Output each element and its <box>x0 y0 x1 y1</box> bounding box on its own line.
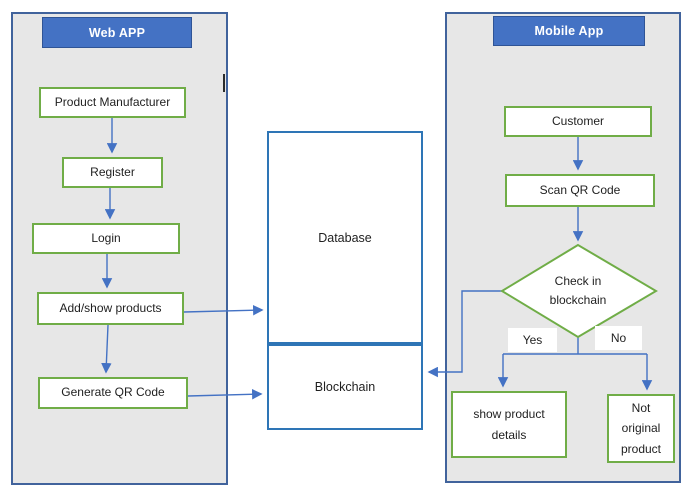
decision-label-text: Check in blockchain <box>549 273 607 307</box>
blockchain-label: Blockchain <box>314 380 376 394</box>
node-register: Register <box>62 157 163 188</box>
node-label: Register <box>90 164 135 179</box>
node-customer: Customer <box>504 106 652 137</box>
node-label: Not original product <box>620 400 662 456</box>
node-generate-qr-code: Generate QR Code <box>38 377 188 409</box>
mobile-app-title: Mobile App <box>534 24 604 38</box>
arrow-addshow-generateqr <box>101 324 112 374</box>
node-label: Product Manufacturer <box>54 94 171 109</box>
node-label: Generate QR Code <box>61 385 165 400</box>
node-label: Customer <box>551 113 604 128</box>
node-label: show product details <box>473 407 545 442</box>
blockchain-box: Blockchain <box>267 344 423 430</box>
node-product-manufacturer: Product Manufacturer <box>39 87 186 118</box>
node-show-product-details: show product details <box>451 391 567 458</box>
text-cursor <box>223 74 225 92</box>
node-login: Login <box>32 223 180 254</box>
node-add-show-products: Add/show products <box>37 292 184 325</box>
mobile-app-header: Mobile App <box>493 16 645 46</box>
database-label: Database <box>318 230 372 245</box>
yes-text: Yes <box>522 333 543 347</box>
node-label: Add/show products <box>59 300 162 315</box>
web-app-header: Web APP <box>42 17 192 48</box>
node-label: Login <box>91 230 121 245</box>
no-text: No <box>610 331 627 345</box>
arrow-generateqr-blockchain <box>187 388 263 400</box>
node-scan-qr-code: Scan QR Code <box>505 174 655 207</box>
decision-label: Check in blockchain <box>540 262 616 320</box>
arrow-decision-blockchain <box>427 290 502 378</box>
database-box: Database <box>267 131 423 344</box>
decision-diamond <box>500 243 658 339</box>
node-not-original-product: Not original product <box>607 394 675 463</box>
branch-label-yes: Yes <box>508 328 557 352</box>
branch-label-no: No <box>595 326 642 350</box>
web-app-title: Web APP <box>88 25 146 40</box>
arrow-addshow-database <box>183 304 264 316</box>
line-decision-split <box>503 337 647 355</box>
node-label: Scan QR Code <box>539 182 621 197</box>
